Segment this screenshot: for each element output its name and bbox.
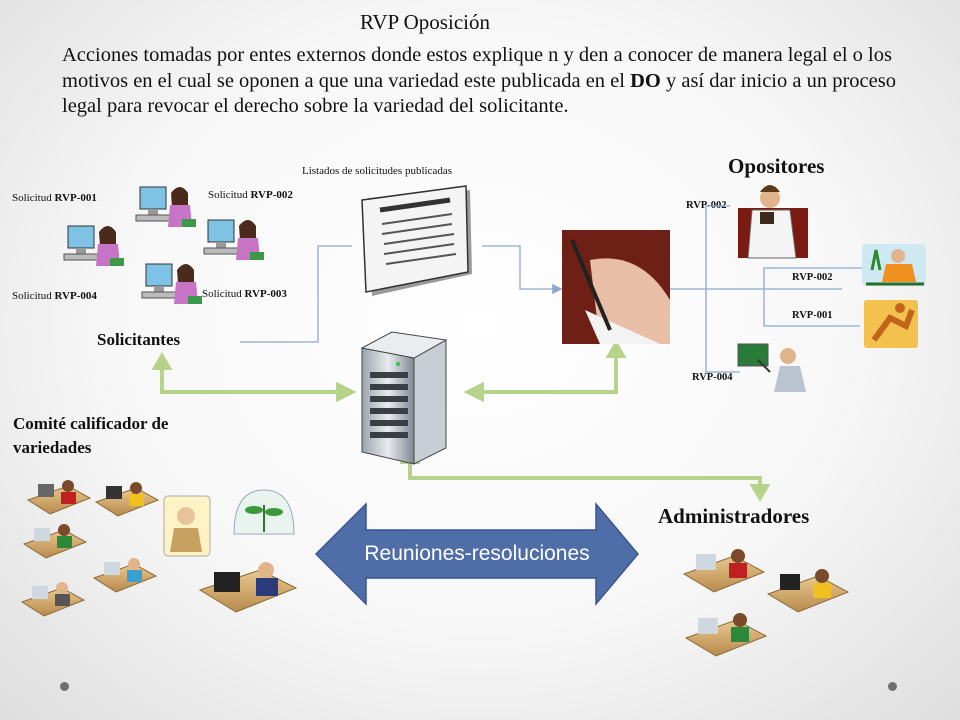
- reuniones-double-arrow: [314, 501, 639, 607]
- newspaper-icon: [361, 185, 472, 296]
- connector-lines: [240, 205, 862, 373]
- solicitud-label-2: Solicitud RVP-002: [208, 189, 293, 201]
- slide-dot-left: [60, 682, 69, 691]
- doctor-icon: [738, 185, 808, 259]
- signing-photo-icon: [562, 230, 670, 344]
- solicitud-label-3: Solicitud RVP-003: [202, 288, 287, 300]
- description-part1: Acciones tomadas por entes externos dond…: [62, 44, 892, 92]
- listados-label: Listados de solicitudes publicadas: [302, 165, 452, 177]
- gardener-icon: [862, 244, 926, 286]
- description-text: Acciones tomadas por entes externos dond…: [62, 43, 902, 120]
- admin-office-icon: [682, 549, 850, 657]
- reuniones-label: Reuniones-resoluciones: [364, 542, 590, 565]
- server-icon: [360, 331, 448, 465]
- solicitud-label-4: Solicitud RVP-004: [12, 290, 97, 302]
- comite-office-icon: [20, 480, 298, 617]
- green-arrows: [151, 340, 771, 502]
- solicitante-computer-icon: [63, 186, 264, 304]
- runner-icon: [864, 300, 918, 348]
- opositor-code-2: RVP-002: [792, 272, 833, 283]
- solicitud-label-1: Solicitud RVP-001: [12, 192, 97, 204]
- solicitantes-label: Solicitantes: [97, 330, 181, 349]
- plant-icon: [233, 489, 295, 535]
- administradores-label: Administradores: [658, 504, 810, 528]
- description-part2: y así dar inicio a un proceso legal para…: [62, 69, 896, 118]
- opositor-code-4: RVP-004: [692, 372, 733, 383]
- reuniones-arrow: Reuniones-resoluciones: [316, 504, 638, 604]
- description-bold: DO: [630, 69, 661, 92]
- opositor-code-3: RVP-001: [792, 310, 833, 321]
- page-title: RVP Oposición: [360, 10, 490, 34]
- opositores-label: Opositores: [728, 154, 825, 178]
- comite-label: Comité calificador de variedades: [13, 414, 169, 457]
- teacher-icon: [737, 343, 806, 392]
- farmer-icon: [163, 495, 211, 557]
- slide-dot-right: [888, 682, 897, 691]
